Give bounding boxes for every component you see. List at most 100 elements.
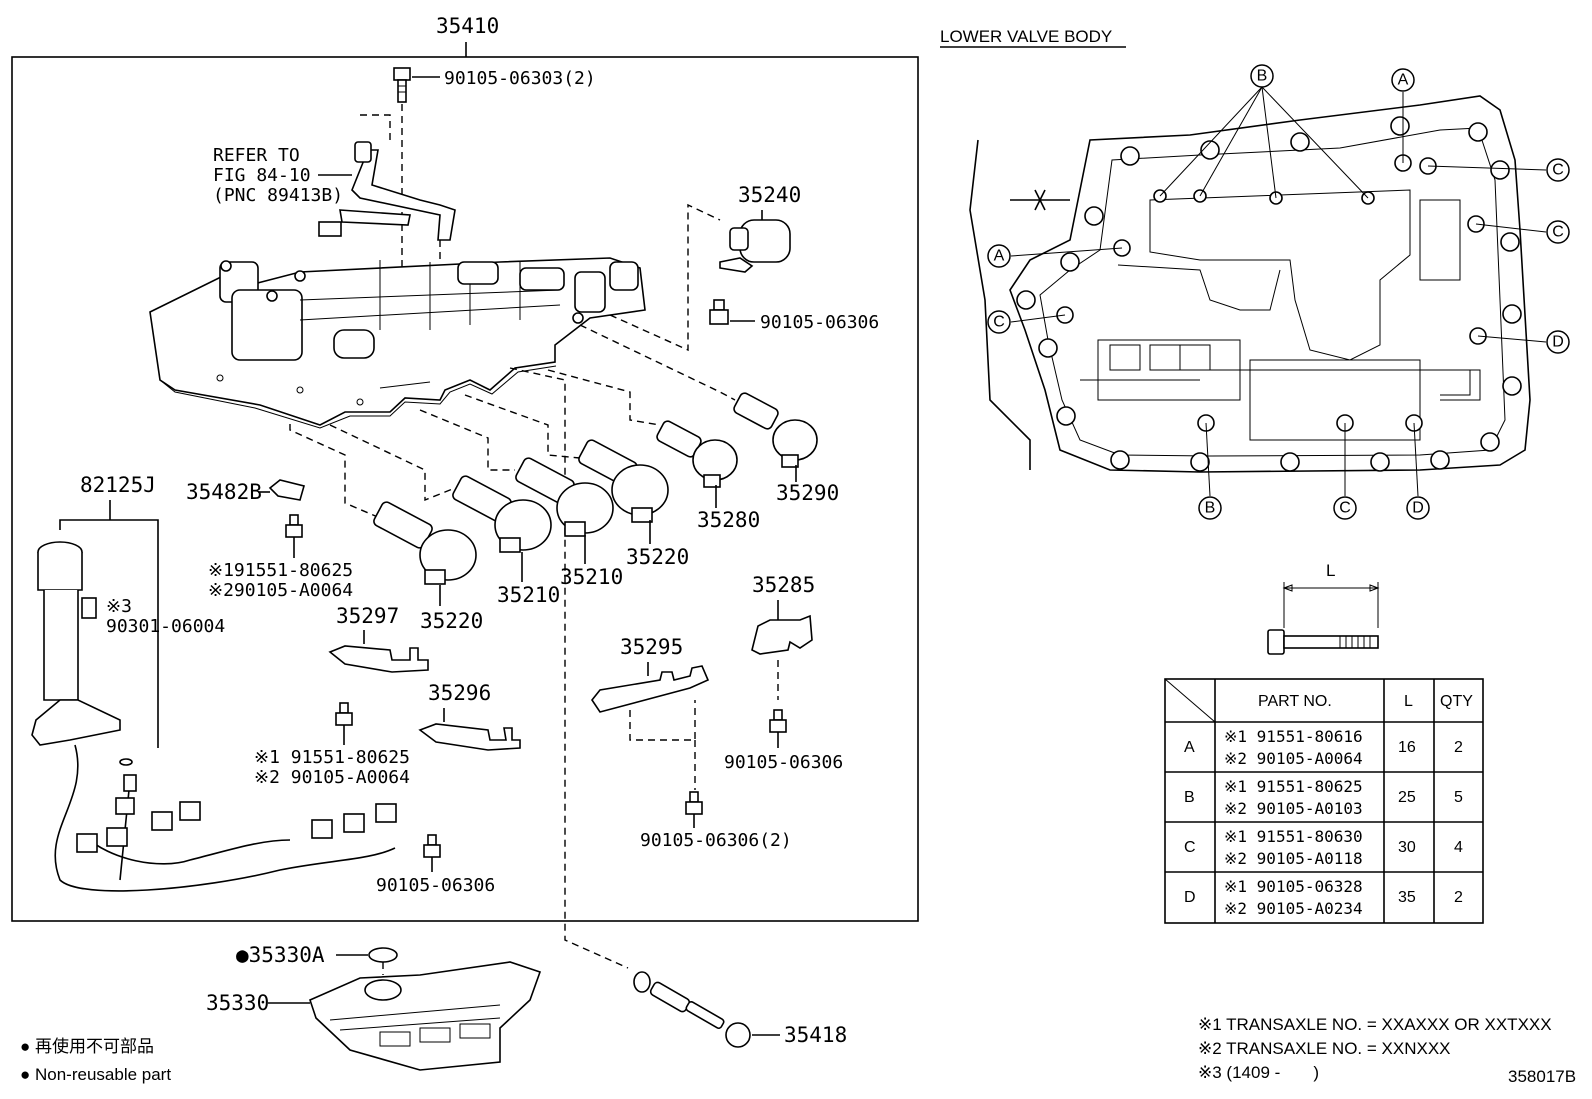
- bolt-35285-icon: [769, 709, 787, 733]
- bolt-35296-icon: [423, 834, 441, 858]
- bolt-35297-icon: [335, 702, 353, 726]
- bolt-35240-icon: [709, 299, 729, 325]
- label-35295-bolt[interactable]: 90105-06306(2): [640, 830, 792, 851]
- table-row: D ※1 90105-06328 ※2 90105-A0234 35 2: [1184, 877, 1463, 918]
- table-row-key: C: [1184, 839, 1196, 856]
- lower-valve-body-title: LOWER VALVE BODY: [940, 27, 1112, 46]
- table-row-part2[interactable]: ※2 90105-A0064: [1224, 749, 1363, 768]
- table-row-part1[interactable]: ※1 91551-80616: [1224, 727, 1363, 746]
- label-82125J[interactable]: 82125J: [80, 473, 156, 497]
- oil-strainer-icon: [309, 961, 542, 1071]
- label-35290[interactable]: 35290: [776, 481, 839, 505]
- label-35295[interactable]: 35295: [620, 635, 683, 659]
- label-35296-bolt[interactable]: 90105-06306: [376, 875, 495, 896]
- svg-text:B: B: [1257, 68, 1268, 85]
- table-header-l: L: [1404, 693, 1413, 710]
- callout-A-left[interactable]: A: [987, 244, 1011, 268]
- solenoid-35280-icon: [656, 420, 738, 488]
- label-35240-bolt[interactable]: 90105-06306: [760, 312, 879, 333]
- solenoid-35220-left-icon: [373, 501, 477, 585]
- table-row-l: 25: [1398, 789, 1416, 806]
- label-35296[interactable]: 35296: [428, 681, 491, 705]
- tube-35418-icon: [633, 971, 751, 1048]
- table-row-l: 35: [1398, 889, 1416, 906]
- bolt-table: [1164, 678, 1484, 924]
- label-35418[interactable]: 35418: [784, 1023, 847, 1047]
- label-35220-right[interactable]: 35220: [626, 545, 689, 569]
- label-35297[interactable]: 35297: [336, 604, 399, 628]
- solenoid-35220-right-icon: [578, 439, 669, 523]
- label-35220-left[interactable]: 35220: [420, 609, 483, 633]
- table-row-qty: 5: [1454, 789, 1463, 806]
- label-35285[interactable]: 35285: [752, 573, 815, 597]
- callout-B-bottom[interactable]: B: [1198, 496, 1222, 520]
- table-row-part1[interactable]: ※1 91551-80630: [1224, 827, 1363, 846]
- callout-D-bottom[interactable]: D: [1406, 496, 1430, 520]
- table-row-part2[interactable]: ※2 90105-A0118: [1224, 849, 1363, 868]
- table-row-part1[interactable]: ※1 91551-80625: [1224, 777, 1363, 796]
- table-row-key: A: [1184, 739, 1195, 756]
- callout-C-bottom[interactable]: C: [1333, 496, 1357, 520]
- table-row: B ※1 91551-80625 ※2 90105-A0103 25 5: [1184, 777, 1463, 818]
- footnote-2: ※2 TRANSAXLE NO. = XXNXXX: [1198, 1039, 1451, 1058]
- table-row-part2[interactable]: ※2 90105-A0103: [1224, 799, 1363, 818]
- table-header-qty: QTY: [1440, 693, 1473, 710]
- table-row-part1[interactable]: ※1 90105-06328: [1224, 877, 1363, 896]
- bracket-35297-icon: [328, 645, 429, 673]
- svg-text:C: C: [1339, 500, 1351, 517]
- valve-body-icon: [149, 257, 646, 429]
- callout-C-left[interactable]: C: [987, 310, 1011, 334]
- refer-line-2[interactable]: FIG 84-10: [213, 165, 311, 186]
- bracket-35285-icon: [751, 614, 813, 655]
- refer-line-3[interactable]: (PNC 89413B): [213, 185, 343, 206]
- label-35482B-bolt2[interactable]: ※290105-A0064: [208, 580, 353, 601]
- bracket-35296-icon: [418, 723, 521, 751]
- callout-D-right[interactable]: D: [1546, 330, 1570, 354]
- label-35285-bolt[interactable]: 90105-06306: [724, 752, 843, 773]
- solenoid-35210-left-icon: [452, 475, 552, 553]
- callout-C-right-2[interactable]: C: [1546, 220, 1570, 244]
- label-35297-bolt1[interactable]: ※1 91551-80625: [254, 747, 410, 768]
- harness-note-2[interactable]: 90301-06004: [106, 616, 225, 637]
- bolt-dimension-icon: [1267, 629, 1379, 655]
- svg-text:A: A: [994, 248, 1005, 265]
- harness-connector-icon: [31, 541, 133, 766]
- plate-35295-icon: [591, 665, 710, 713]
- main-part-number[interactable]: 35410: [436, 14, 499, 38]
- svg-text:C: C: [1552, 224, 1564, 241]
- svg-text:B: B: [1205, 500, 1216, 517]
- label-35330A[interactable]: ●35330A: [236, 943, 325, 967]
- lower-valve-body-icon: [969, 95, 1531, 473]
- table-row-key: B: [1184, 789, 1195, 806]
- solenoid-35290-icon: [733, 392, 818, 468]
- svg-text:D: D: [1552, 334, 1564, 351]
- refer-line-1: REFER TO: [213, 145, 300, 166]
- svg-text:C: C: [1552, 162, 1564, 179]
- table-row: A ※1 91551-80616 ※2 90105-A0064 16 2: [1184, 727, 1463, 768]
- label-35482B-bolt1[interactable]: ※191551-80625: [208, 560, 353, 581]
- callout-A-top[interactable]: A: [1391, 68, 1415, 92]
- callout-C-right-1[interactable]: C: [1546, 158, 1570, 182]
- callout-B-top[interactable]: B: [1250, 64, 1274, 88]
- o-ring-icon: [368, 947, 398, 963]
- figure-code: 358017B: [1508, 1067, 1576, 1086]
- plate-35482B-icon: [268, 479, 305, 501]
- table-row-part2[interactable]: ※2 90105-A0234: [1224, 899, 1363, 918]
- table-row-qty: 4: [1454, 839, 1463, 856]
- bolt-top-label[interactable]: 90105-06303(2): [444, 68, 596, 89]
- label-35240[interactable]: 35240: [738, 183, 801, 207]
- table-row-qty: 2: [1454, 739, 1463, 756]
- label-35482B[interactable]: 35482B: [186, 480, 262, 504]
- sensor-bracket-icon: [318, 114, 456, 262]
- footnote-1: ※1 TRANSAXLE NO. = XXAXXX OR XXTXXX: [1198, 1015, 1552, 1034]
- label-35210-right[interactable]: 35210: [560, 565, 623, 589]
- label-35297-bolt2[interactable]: ※2 90105-A0064: [254, 767, 410, 788]
- label-35280[interactable]: 35280: [697, 508, 760, 532]
- label-35210-left[interactable]: 35210: [497, 583, 560, 607]
- svg-text:D: D: [1412, 500, 1424, 517]
- solenoid-35240-icon: [719, 219, 791, 273]
- label-35330[interactable]: 35330: [206, 991, 269, 1015]
- table-row-l: 30: [1398, 839, 1416, 856]
- footnote-3: ※3 (1409 - ): [1198, 1063, 1319, 1082]
